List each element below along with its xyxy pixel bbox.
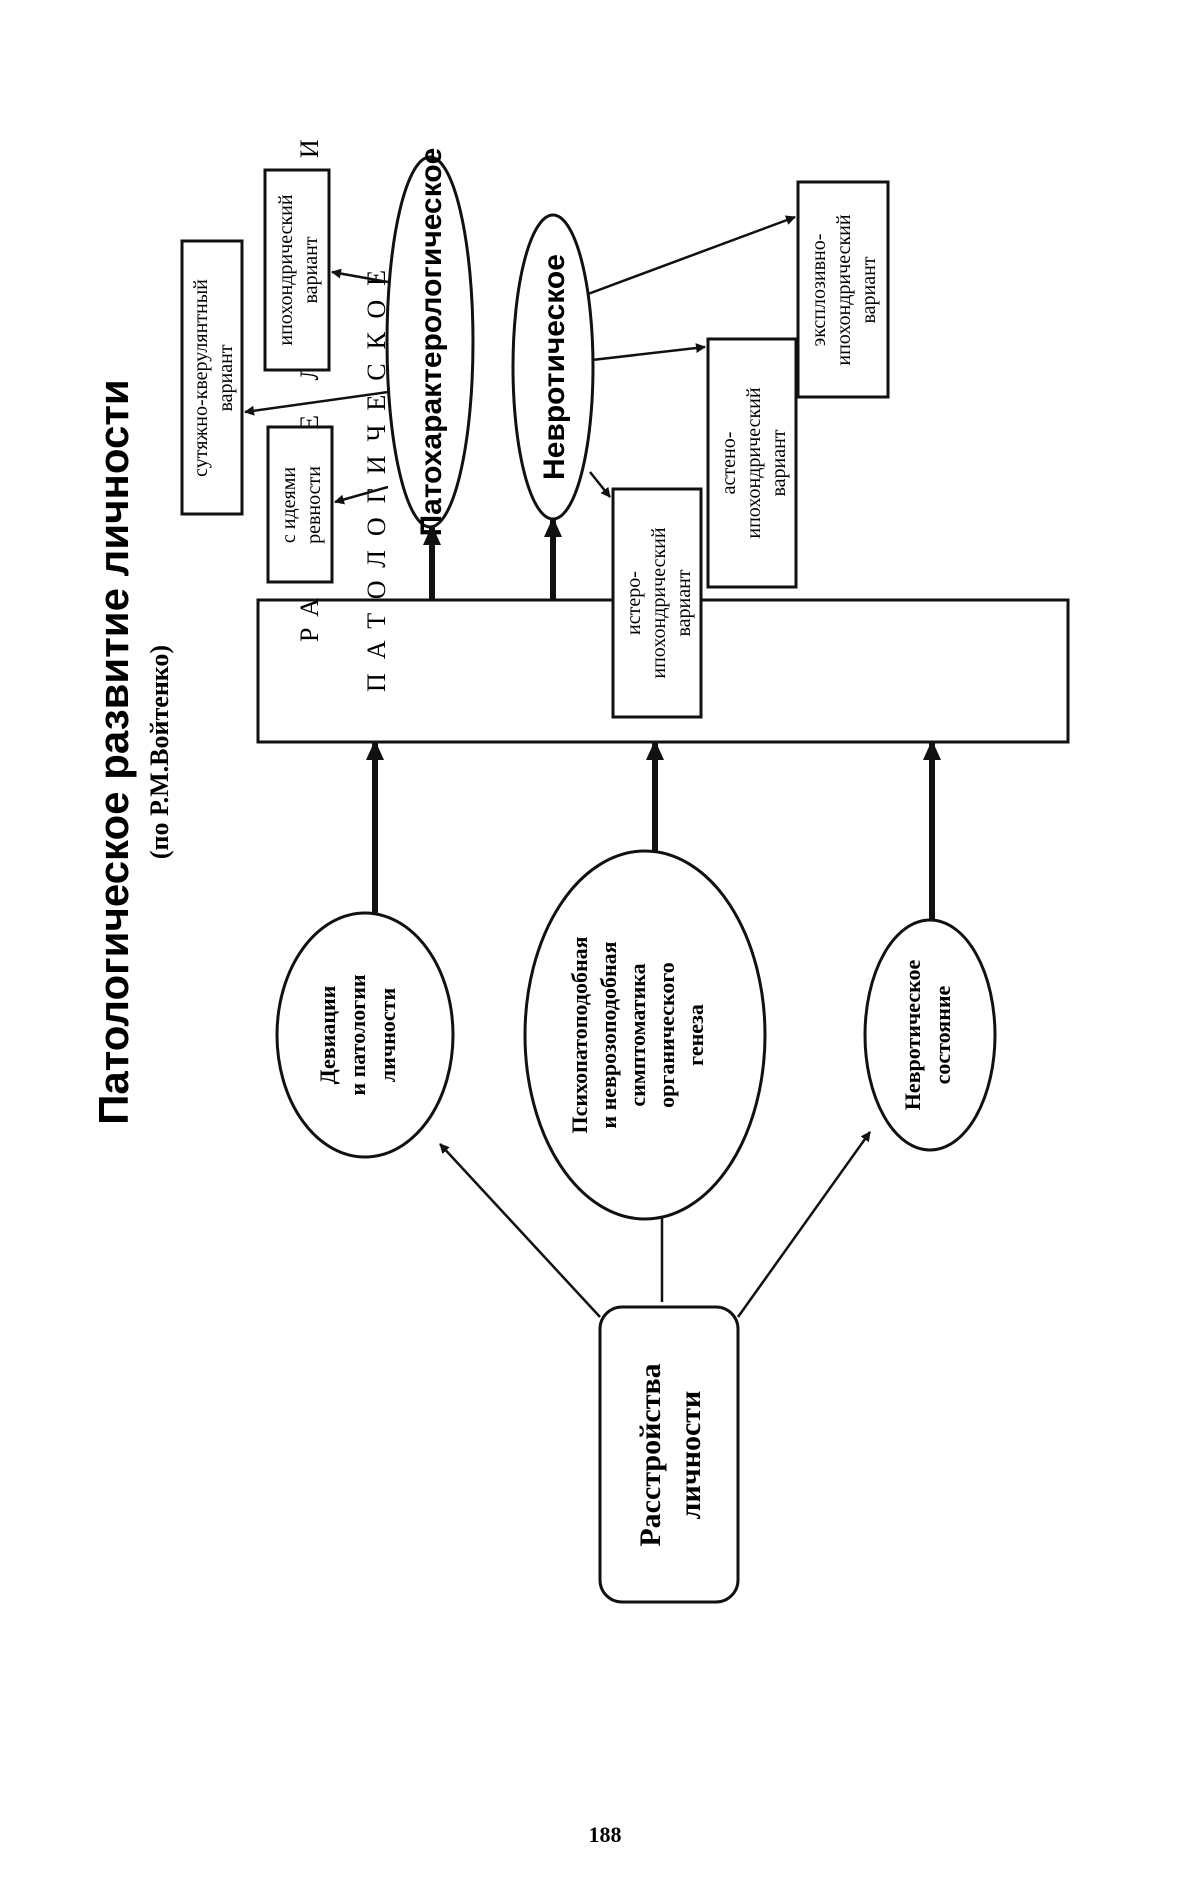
variant-hypochondriac-line1: ипохондрический — [275, 194, 297, 345]
cause-neurotic-state-line2: состояние — [930, 985, 955, 1084]
cause-organic: Психопатоподобная и неврозоподобная симп… — [523, 849, 767, 1221]
cause-deviation: Девиации и патологии личности — [275, 911, 455, 1159]
variant-explosive: эксплозивно- ипохондрический вариант — [796, 180, 890, 399]
arrow-neurotic-to-hysterical — [589, 471, 611, 498]
type-patochar-label: Патохарактерологическое — [415, 148, 448, 537]
cause-deviation-line3: личности — [375, 988, 400, 1083]
arrow-patochar-to-hypochondriac — [331, 268, 389, 284]
arrow-root-to-neurotic-state — [736, 1131, 872, 1318]
variant-asthenic-line2: ипохондрический — [743, 387, 765, 538]
type-patochar: Патохарактерологическое — [385, 148, 475, 537]
cause-organic-line4: органического — [654, 962, 679, 1108]
arrow-patochar-to-litigious — [244, 390, 389, 416]
root-line2: личности — [674, 1391, 707, 1520]
cause-organic-line2: и неврозоподобная — [596, 941, 621, 1128]
arrow-root-to-deviation — [439, 1143, 601, 1318]
variant-jealousy-line1: с идеями — [278, 467, 300, 543]
variant-asthenic-line1: астено- — [718, 432, 740, 495]
root-line1: Расстройства — [634, 1363, 667, 1546]
cause-organic-line5: генеза — [683, 1004, 708, 1066]
variant-explosive-line3: вариант — [858, 256, 880, 323]
variant-asthenic: астено- ипохондрический вариант — [706, 337, 798, 589]
type-neurotic-label: Невротическое — [538, 254, 571, 480]
page-number: 188 — [589, 1822, 622, 1847]
arrow-patochar-to-jealousy — [334, 485, 389, 505]
arrow-neurotic-to-asthenic — [591, 343, 706, 362]
variant-hypochondriac-line2: вариант — [300, 236, 322, 303]
variant-jealousy: с идеями ревности — [266, 425, 334, 584]
cause-deviation-line1: Девиации — [315, 985, 340, 1084]
variant-litigious: сутяжно-кверулянтный вариант — [180, 239, 244, 516]
variant-hysterical-line2: ипохондрический — [648, 527, 670, 678]
cause-neurotic-state-line1: Невротическое — [900, 959, 925, 1110]
cause-organic-line1: Психопатоподобная — [567, 936, 592, 1133]
variant-hysterical-line1: истеро- — [623, 571, 645, 635]
cause-organic-line3: симптоматика — [625, 963, 650, 1106]
diagram-title: Патологическое развитие личности — [90, 379, 137, 1125]
diagram-subtitle: (по Р.М.Войтенко) — [145, 645, 174, 859]
variant-explosive-line1: эксплозивно- — [808, 234, 830, 347]
variant-litigious-line2: вариант — [215, 344, 237, 411]
type-neurotic: Невротическое — [511, 213, 595, 521]
cause-deviation-line2: и патологии — [345, 974, 370, 1096]
cause-neurotic-state: Невротическое состояние — [863, 918, 997, 1152]
variant-hysterical-line3: вариант — [673, 569, 695, 636]
variant-hypochondriac: ипохондрический вариант — [263, 168, 331, 372]
root-box: Расстройства личности — [598, 1305, 740, 1604]
variant-litigious-line1: сутяжно-кверулянтный — [190, 279, 212, 477]
arrow-neurotic-to-explosive — [587, 215, 796, 296]
variant-asthenic-line3: вариант — [768, 429, 790, 496]
variant-explosive-line2: ипохондрический — [833, 214, 855, 365]
variant-hysterical: истеро- ипохондрический вариант — [611, 487, 703, 719]
variant-jealousy-line2: ревности — [303, 466, 325, 544]
